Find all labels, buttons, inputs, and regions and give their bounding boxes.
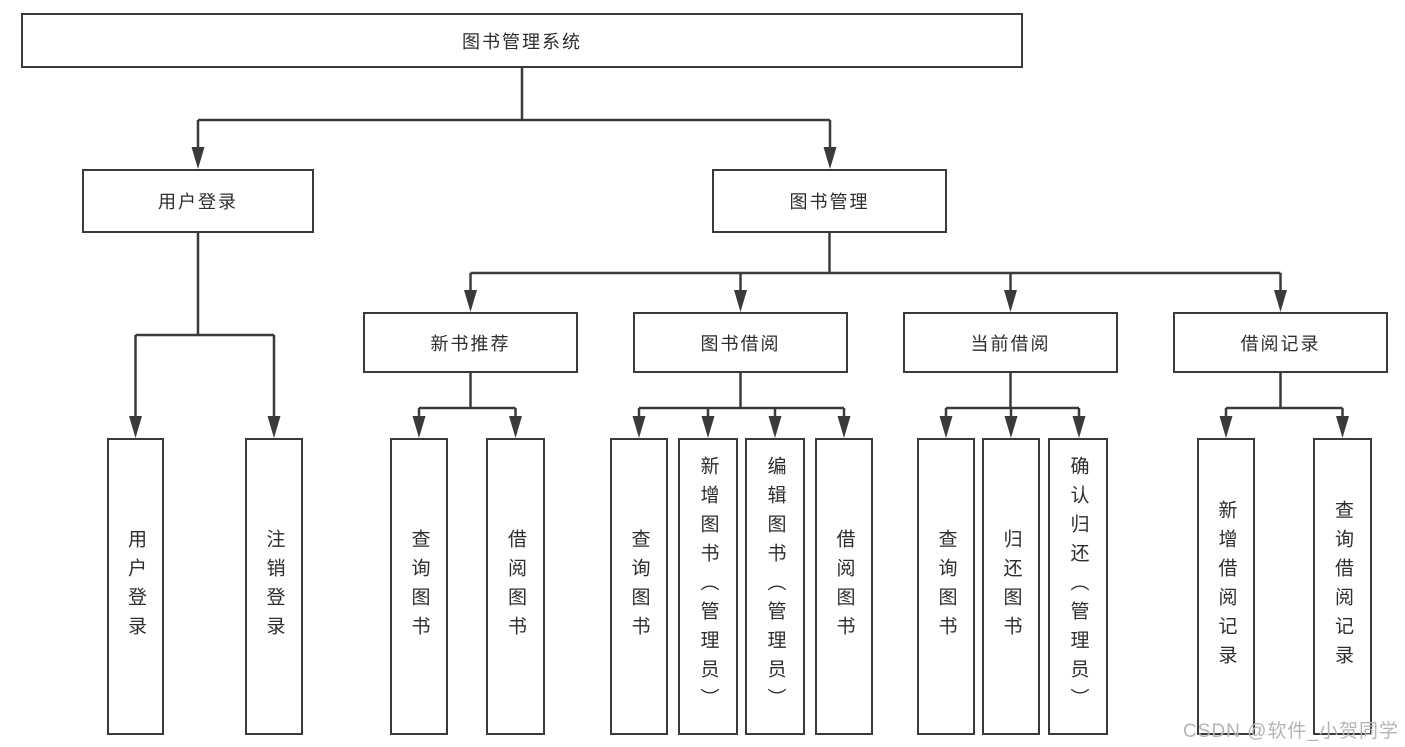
leaf-user-login: 用户登录 (107, 438, 164, 735)
node-borrowing-records: 借阅记录 (1173, 312, 1388, 373)
node-current-borrowing-label: 当前借阅 (970, 333, 1051, 354)
arrowheads (129, 147, 1349, 438)
node-current-borrowing: 当前借阅 (903, 312, 1118, 373)
leaf-query-books-1: 查询图书 (390, 438, 448, 735)
leaf-borrow-books-2: 借阅图书 (815, 438, 873, 735)
leaf-query-books-3-label: 查询图书 (935, 528, 957, 645)
leaf-edit-books-admin: 编辑图书（管理员） (745, 438, 805, 735)
leaf-borrow-books-2-label: 借阅图书 (833, 528, 855, 645)
leaf-query-books-1-label: 查询图书 (408, 528, 430, 645)
leaf-query-borrow-record-label: 查询借阅记录 (1332, 499, 1353, 674)
node-book-borrowing: 图书借阅 (633, 312, 848, 373)
leaf-query-books-3: 查询图书 (917, 438, 975, 735)
leaf-confirm-return-admin-label: 确认归还（管理员） (1067, 456, 1089, 717)
leaf-query-borrow-record: 查询借阅记录 (1313, 438, 1372, 735)
node-borrowing-records-label: 借阅记录 (1240, 333, 1321, 354)
leaf-logout-label: 注销登录 (263, 528, 285, 645)
leaf-query-books-2: 查询图书 (610, 438, 668, 735)
leaf-user-login-label: 用户登录 (125, 528, 146, 645)
node-book-management-label: 图书管理 (789, 192, 870, 212)
leaf-add-books-admin: 新增图书（管理员） (678, 438, 738, 735)
node-user-login-label: 用户登录 (158, 192, 238, 212)
leaf-query-books-2-label: 查询图书 (628, 528, 650, 645)
leaf-add-books-admin-label: 新增图书（管理员） (697, 456, 719, 717)
node-root-label: 图书管理系统 (462, 31, 582, 52)
csdn-watermark: CSDN @软件_小贺同学 (1183, 721, 1399, 742)
leaf-edit-books-admin-label: 编辑图书（管理员） (764, 456, 786, 717)
node-user-login: 用户登录 (82, 169, 314, 233)
leaf-borrow-books-1-label: 借阅图书 (505, 528, 526, 645)
node-root: 图书管理系统 (21, 13, 1023, 68)
node-book-borrowing-label: 图书借阅 (700, 333, 781, 354)
node-book-management: 图书管理 (712, 169, 947, 233)
leaf-add-borrow-record-label: 新增借阅记录 (1215, 499, 1237, 674)
leaf-logout: 注销登录 (245, 438, 303, 735)
node-new-book-recommend-label: 新书推荐 (430, 333, 511, 354)
leaf-return-books-label: 归还图书 (1000, 528, 1022, 645)
leaf-borrow-books-1: 借阅图书 (486, 438, 545, 735)
leaf-return-books: 归还图书 (982, 438, 1040, 735)
node-new-book-recommend: 新书推荐 (363, 312, 578, 373)
leaf-confirm-return-admin: 确认归还（管理员） (1048, 438, 1108, 735)
leaf-add-borrow-record: 新增借阅记录 (1197, 438, 1255, 735)
